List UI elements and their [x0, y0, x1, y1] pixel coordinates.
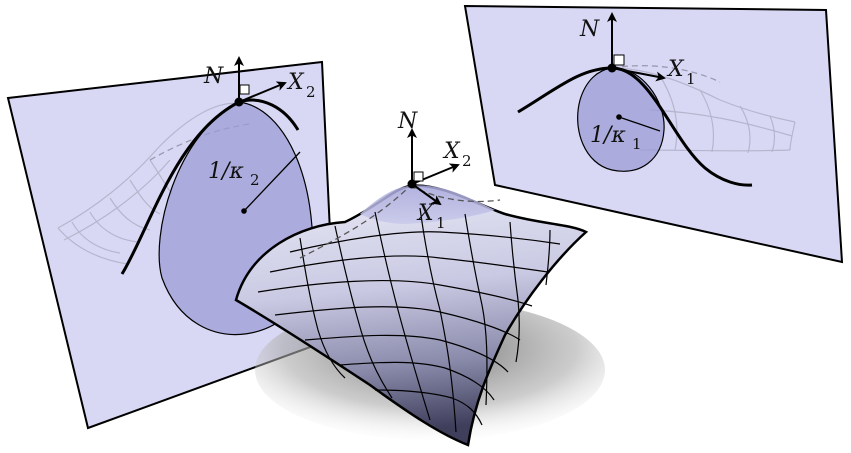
center-normal-label: N: [397, 109, 418, 134]
right-disk-center: [616, 114, 622, 120]
surface-cap: [360, 185, 495, 224]
right-radius-subscript: 1: [632, 135, 642, 153]
left-radius-label: 1/κ: [208, 159, 244, 184]
right-radius-label: 1/κ: [590, 123, 626, 148]
left-normal-label: N: [203, 64, 224, 89]
right-tangent-label: X: [666, 57, 685, 82]
surface-grid: [257, 207, 561, 433]
right-normal-section: N X 1 1/κ 1: [463, 4, 844, 264]
center-surface: N X 2 X 1: [234, 109, 605, 447]
right-normal-label: N: [579, 17, 600, 42]
center-x1-label: X: [416, 201, 435, 226]
left-right-angle-mark: [239, 84, 250, 95]
right-right-angle-mark: [613, 54, 625, 66]
left-radius-subscript: 2: [250, 171, 260, 189]
right-radius-line: [618, 116, 661, 132]
right-normal-curve: [517, 66, 753, 187]
right-osculating-disk: [577, 67, 665, 172]
center-x1-arrow: [411, 183, 442, 206]
center-contact-point: [407, 179, 417, 189]
left-radius-line: [243, 151, 301, 212]
left-surface-trace-dashed: [149, 123, 251, 161]
right-tangent-arrow: [611, 67, 666, 82]
right-tangent-subscript: 1: [686, 70, 696, 88]
surface-trace-dashed-x1: [409, 185, 501, 203]
left-tangent-subscript: 2: [306, 83, 316, 101]
center-right-angle-mark: [413, 171, 424, 182]
center-x2-subscript: 2: [462, 152, 472, 170]
right-contact-point: [607, 63, 617, 73]
center-x1-subscript: 1: [436, 214, 446, 232]
surface-trace-dashed-x2: [299, 185, 411, 259]
left-faint-surface: [57, 102, 241, 265]
left-disk-center: [241, 208, 247, 214]
right-surface-trace-dashed: [611, 65, 721, 83]
left-tangent-arrow: [238, 81, 287, 103]
left-normal-curve: [120, 98, 300, 275]
center-x2-label: X: [442, 139, 461, 164]
left-tangent-label: X: [286, 70, 305, 95]
left-contact-point: [234, 97, 244, 107]
